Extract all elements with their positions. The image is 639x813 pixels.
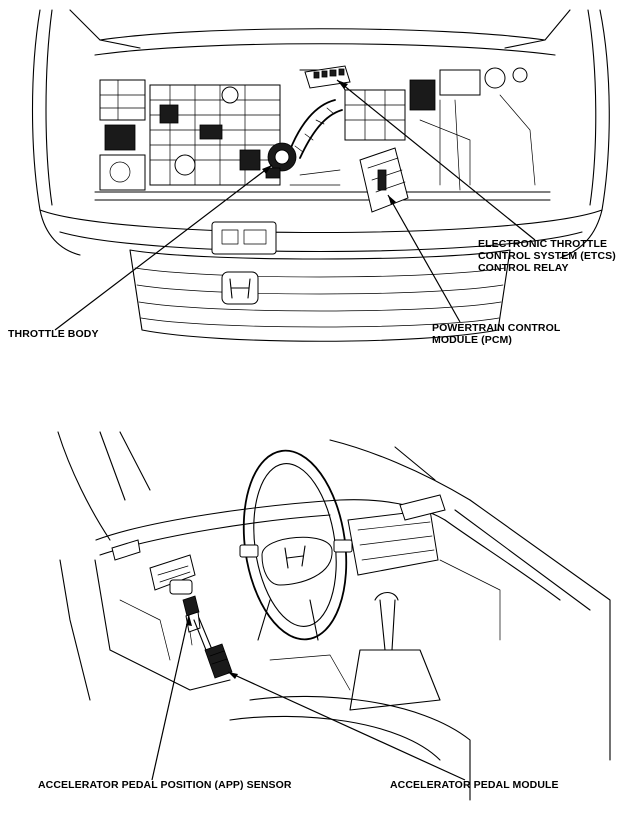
label-line: ACCELERATOR PEDAL MODULE: [390, 779, 559, 791]
label-line: ACCELERATOR PEDAL POSITION (APP) SENSOR: [38, 779, 292, 791]
label-line: POWERTRAIN CONTROL: [432, 322, 561, 334]
label-app-sensor: ACCELERATOR PEDAL POSITION (APP) SENSOR: [38, 779, 292, 791]
leader-app-sensor: [151, 614, 192, 781]
engine-bay-illustration: [31, 9, 610, 342]
label-pcm: POWERTRAIN CONTROL MODULE (PCM): [432, 322, 560, 346]
label-line: CONTROL SYSTEM (ETCS): [478, 250, 616, 262]
leader-pcm: [387, 194, 461, 323]
label-throttle-body: THROTTLE BODY: [8, 328, 99, 340]
label-accelerator-pedal-module: ACCELERATOR PEDAL MODULE: [390, 779, 559, 791]
label-etcs-control-relay: ELECTRONIC THROTTLE CONTROL SYSTEM (ETCS…: [478, 238, 616, 274]
leader-pedal-module: [227, 671, 466, 781]
cabin-illustration: [57, 431, 611, 801]
leader-throttle-body: [54, 164, 273, 331]
label-line: CONTROL RELAY: [478, 262, 569, 274]
label-line: THROTTLE BODY: [8, 328, 99, 340]
label-line: MODULE (PCM): [432, 334, 512, 346]
leader-etcs-relay: [336, 79, 536, 241]
label-line: ELECTRONIC THROTTLE: [478, 238, 608, 250]
